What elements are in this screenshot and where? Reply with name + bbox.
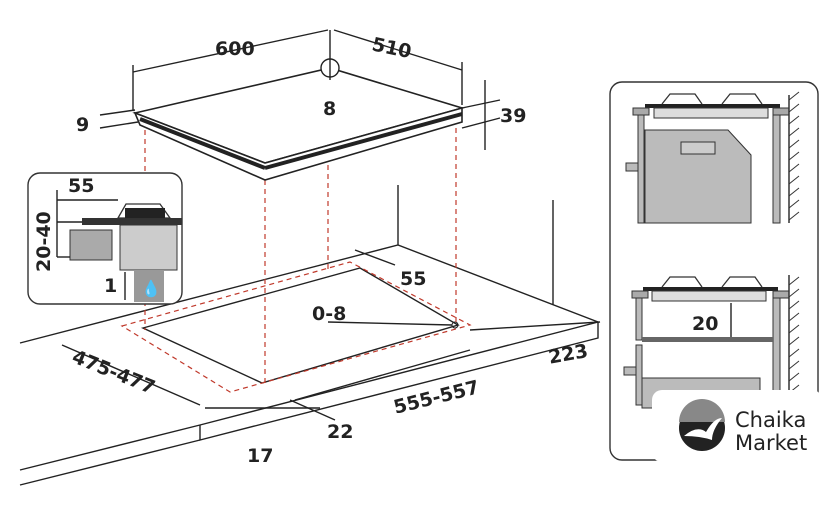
dim-rear-clearance: 55 bbox=[400, 268, 426, 290]
dim-hob-height: 39 bbox=[500, 105, 526, 127]
dim-front-offset-17: 17 bbox=[247, 445, 273, 467]
cutout-outline bbox=[120, 261, 472, 393]
dim-center-mark: 8 bbox=[323, 98, 336, 120]
dim-hob-width: 600 bbox=[215, 38, 255, 60]
inset-top-clearance: 55 bbox=[68, 175, 94, 197]
inset-detail: 💧 bbox=[27, 172, 183, 305]
dim-front-offset-22: 22 bbox=[327, 421, 353, 443]
dim-cutout-depth: 475-477 bbox=[69, 346, 158, 399]
inset-gap: 1 bbox=[104, 275, 117, 297]
inset-depth-range: 20-40 bbox=[33, 211, 55, 272]
dim-side-clearance: 223 bbox=[547, 340, 590, 369]
panel-shelf-gap: 20 bbox=[692, 313, 718, 335]
dimension-lines bbox=[61, 29, 601, 421]
logo-line1: Chaika bbox=[735, 408, 806, 432]
dim-cutout-width: 555-557 bbox=[391, 376, 481, 418]
chaika-market-logo: Chaika Market bbox=[679, 399, 807, 455]
dim-edge-offset: 0-8 bbox=[312, 303, 346, 325]
side-panel bbox=[609, 81, 822, 462]
dim-top-thickness: 9 bbox=[76, 114, 89, 136]
logo-line2: Market bbox=[735, 431, 807, 455]
hob bbox=[132, 30, 465, 181]
dim-hob-depth: 510 bbox=[370, 33, 413, 63]
gas-flame-icon: 💧 bbox=[141, 279, 161, 298]
